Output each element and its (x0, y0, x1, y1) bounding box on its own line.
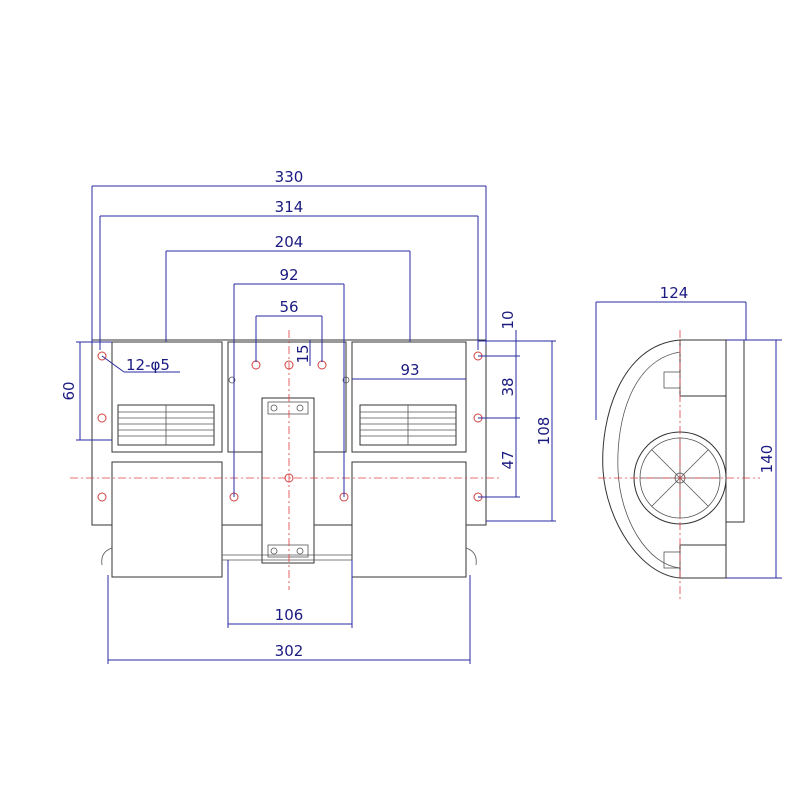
right-lower-housing (351, 461, 467, 578)
left-grille (117, 404, 215, 446)
dim-10: 10 (499, 310, 517, 329)
side-dimensions: 10 38 47 108 (478, 310, 556, 522)
dim-92: 92 (279, 266, 298, 284)
front-dimensions: 330 314 204 92 56 15 93 60 12-φ5 (60, 168, 487, 664)
dim-124: 124 (660, 284, 689, 302)
dim-38: 38 (499, 377, 517, 396)
dim-93: 93 (400, 361, 419, 379)
dim-314: 314 (275, 198, 304, 216)
dim-140: 140 (758, 445, 776, 474)
dim-60: 60 (60, 381, 78, 400)
dim-204: 204 (275, 233, 304, 251)
dim-302: 302 (275, 642, 304, 660)
side-view: 124 140 (595, 284, 782, 600)
left-lower-housing (111, 461, 223, 578)
dim-15: 15 (294, 344, 312, 363)
hole-callout: 12-φ5 (126, 356, 170, 374)
dim-106: 106 (275, 606, 304, 624)
dim-56: 56 (279, 298, 298, 316)
dim-330: 330 (275, 168, 304, 186)
front-view (70, 330, 500, 590)
side-plate (725, 339, 745, 523)
right-grille (359, 404, 457, 446)
dim-108: 108 (535, 417, 553, 446)
dim-47: 47 (499, 450, 517, 469)
